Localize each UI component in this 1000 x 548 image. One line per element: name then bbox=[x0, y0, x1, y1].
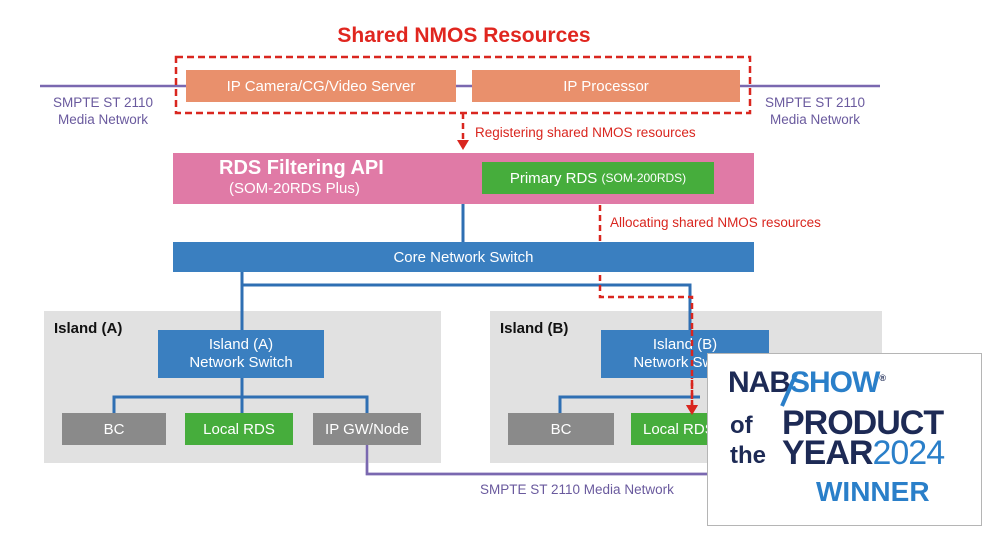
badge-of: of bbox=[730, 412, 753, 439]
shared-resources-title: Shared NMOS Resources bbox=[337, 24, 591, 47]
bottom-media-network-label: SMPTE ST 2110 Media Network bbox=[480, 482, 674, 497]
island-a-label: Island (A) bbox=[54, 320, 123, 337]
island-b-bc: BC bbox=[508, 413, 614, 445]
badge-year: YEAR2024 bbox=[782, 434, 945, 472]
allocating-note: Allocating shared NMOS resources bbox=[610, 215, 821, 230]
island-a-network-switch: Island (A) Network Switch bbox=[158, 330, 324, 378]
island-a-ip-gw-node: IP GW/Node bbox=[313, 413, 421, 445]
island-b-label: Island (B) bbox=[500, 320, 569, 337]
registering-note: Registering shared NMOS resources bbox=[475, 125, 696, 140]
badge-the: the bbox=[730, 442, 766, 469]
rds-filtering-subtitle: (SOM-20RDS Plus) bbox=[229, 180, 360, 197]
island-a-local-rds: Local RDS bbox=[185, 413, 293, 445]
nab-slash-icon bbox=[780, 373, 798, 407]
rds-filtering-api-bar: RDS Filtering API (SOM-20RDS Plus) Prima… bbox=[173, 153, 754, 204]
badge-product: PRODUCT bbox=[782, 404, 944, 442]
media-network-label-left: SMPTE ST 2110 Media Network bbox=[52, 95, 154, 127]
media-network-label-right: SMPTE ST 2110 Media Network bbox=[764, 95, 866, 127]
ip-camera-box: IP Camera/CG/Video Server bbox=[186, 70, 456, 102]
nab-show-badge: NABSHOW® of PRODUCT the YEAR2024 WINNER bbox=[707, 353, 982, 526]
primary-rds-box: Primary RDS (SOM-200RDS) bbox=[482, 162, 714, 194]
register-arrow-head bbox=[457, 140, 469, 150]
island-a-bc: BC bbox=[62, 413, 166, 445]
ip-processor-box: IP Processor bbox=[472, 70, 740, 102]
core-network-switch: Core Network Switch bbox=[173, 242, 754, 272]
rds-filtering-title: RDS Filtering API bbox=[219, 157, 384, 179]
badge-winner: WINNER bbox=[816, 476, 930, 507]
nab-show-logo: NABSHOW® bbox=[728, 366, 886, 399]
